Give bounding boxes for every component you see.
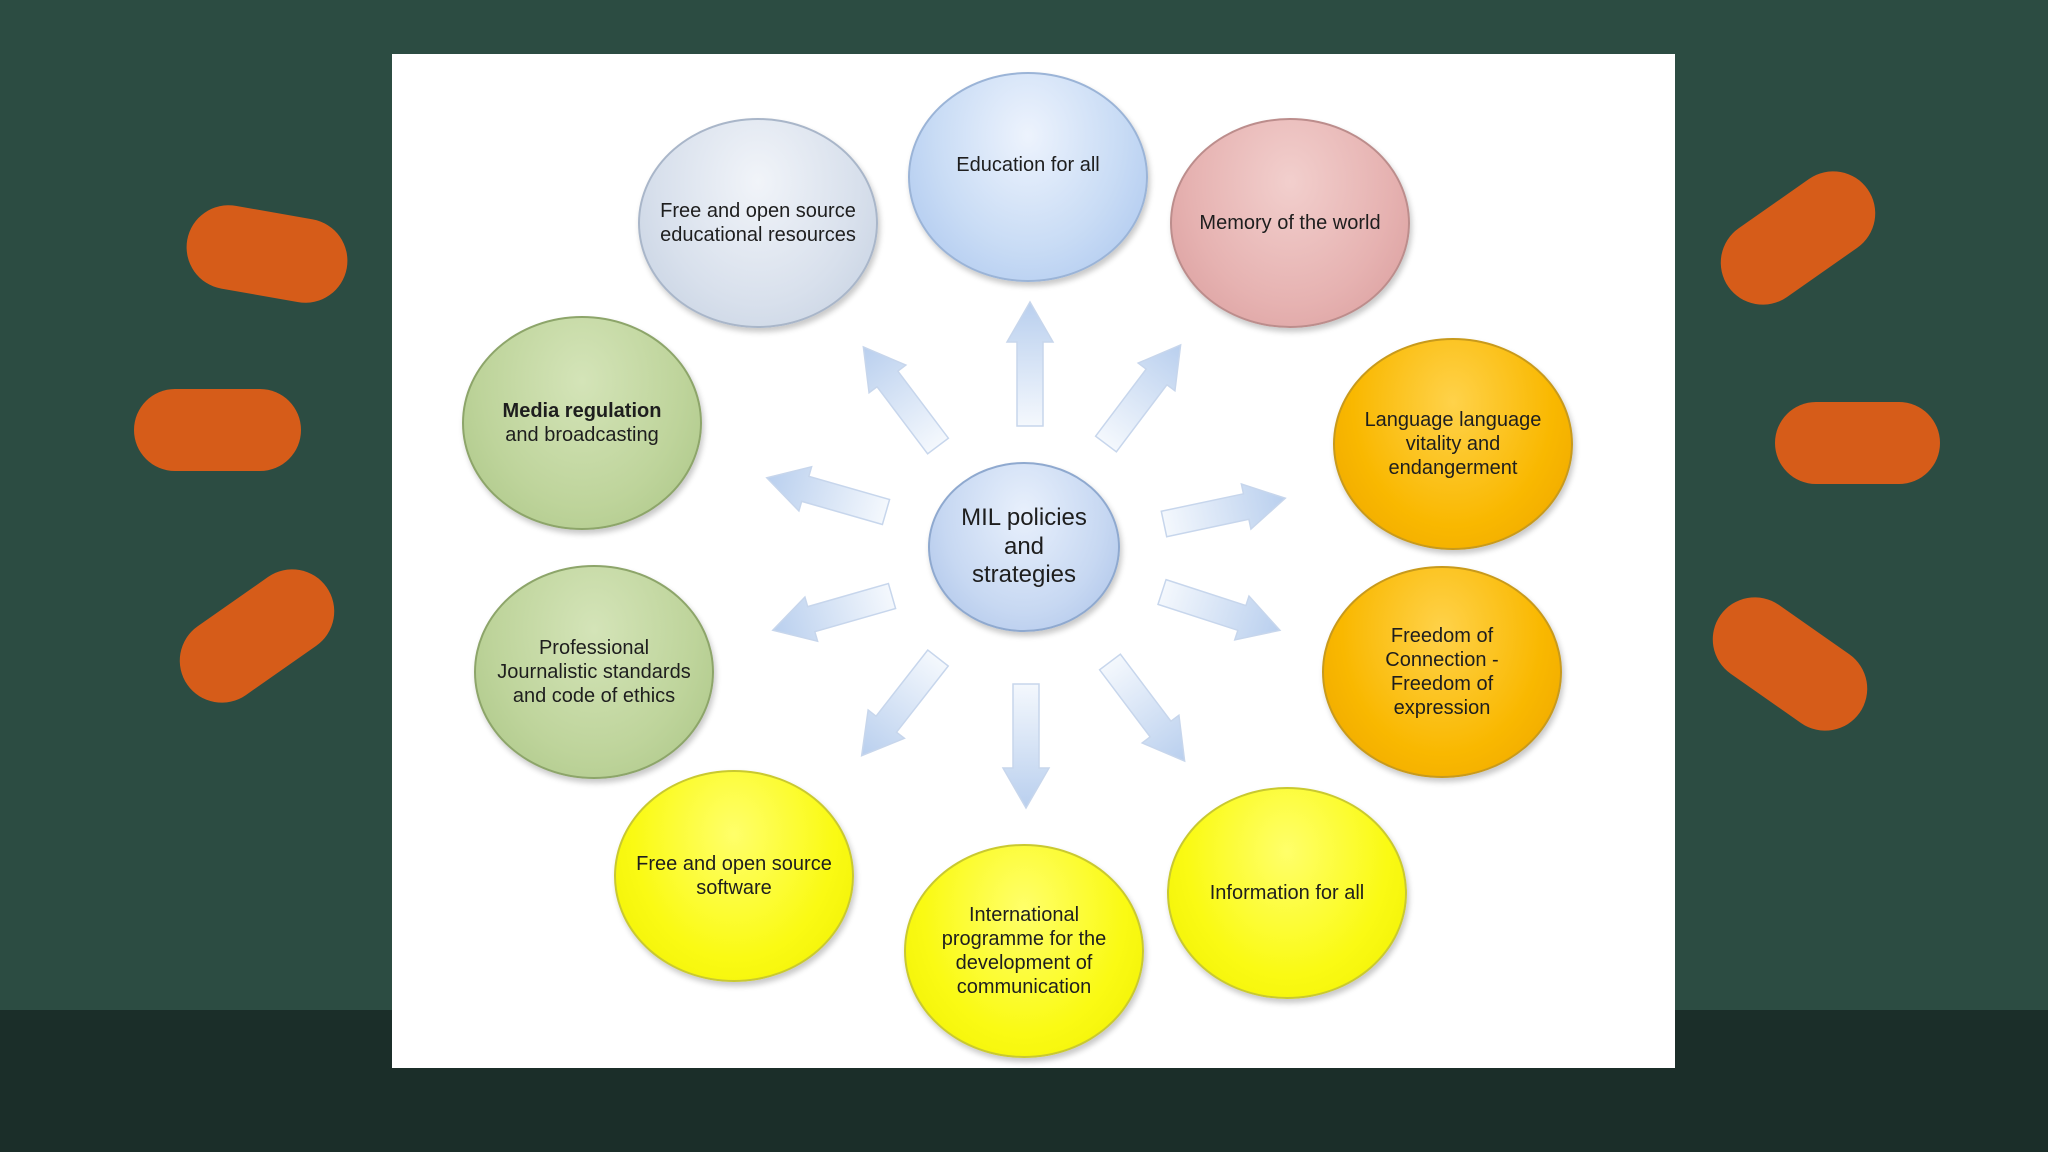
decor-stroke-left-top — [179, 198, 355, 310]
node-label: Memory of the world — [1199, 212, 1381, 234]
node-education-for-all: Education for all — [908, 72, 1148, 282]
node-free-open-educational-resources: Free and open source educational resourc… — [638, 118, 878, 328]
arrow-to-freedom-of-connection — [1157, 578, 1282, 641]
arrow-to-free-open-educational-resources — [862, 345, 950, 455]
arrow-to-information-for-all — [1098, 653, 1186, 763]
node-label: Language language vitality and endangerm… — [1364, 409, 1542, 479]
node-media-regulation: Media regulation and broadcasting — [462, 316, 702, 530]
node-label: Information for all — [1209, 882, 1365, 904]
node-free-open-software: Free and open source software — [614, 770, 854, 982]
node-label-bold: Media regulation — [502, 400, 662, 422]
node-label: Education for all — [956, 154, 1100, 176]
node-freedom-of-connection: Freedom of Connection - Freedom of expre… — [1322, 566, 1562, 778]
decor-stroke-left-middle — [134, 389, 301, 471]
node-international-programme: International programme for the developm… — [904, 844, 1144, 1058]
decor-stroke-right-middle — [1775, 402, 1940, 484]
node-information-for-all: Information for all — [1167, 787, 1407, 999]
decor-stroke-right-top — [1704, 154, 1892, 322]
arrow-to-professional-standards — [771, 582, 897, 643]
node-label-rest: and broadcasting — [505, 424, 659, 446]
node-label: Free and open source software — [636, 853, 832, 899]
arrow-to-media-regulation — [765, 465, 891, 526]
decor-stroke-right-bottom — [1696, 580, 1884, 748]
diagram-card: MIL policies and strategies Free and ope… — [392, 54, 1675, 1068]
arrow-to-education-for-all — [1005, 300, 1055, 427]
node-label: International programme for the developm… — [941, 904, 1107, 998]
center-node-label: MIL policies and strategies — [961, 503, 1087, 589]
node-memory-of-the-world: Memory of the world — [1170, 118, 1410, 328]
node-language-vitality: Language language vitality and endangerm… — [1333, 338, 1573, 550]
center-node: MIL policies and strategies — [928, 462, 1120, 632]
arrow-to-free-open-software — [860, 648, 950, 757]
arrow-layer — [765, 300, 1287, 810]
node-label: Freedom of Connection - Freedom of expre… — [1385, 625, 1499, 719]
node-label: Professional Journalistic standards and … — [497, 637, 691, 707]
arrow-to-international-programme — [1001, 683, 1051, 810]
node-label: Free and open source educational resourc… — [660, 200, 856, 246]
node-professional-journalistic-standards: Professional Journalistic standards and … — [474, 565, 714, 779]
node-label: Media regulation and broadcasting — [484, 399, 680, 447]
arrow-to-memory-of-the-world — [1094, 343, 1182, 453]
decor-stroke-left-bottom — [163, 552, 351, 720]
arrow-to-language-vitality — [1160, 482, 1287, 538]
